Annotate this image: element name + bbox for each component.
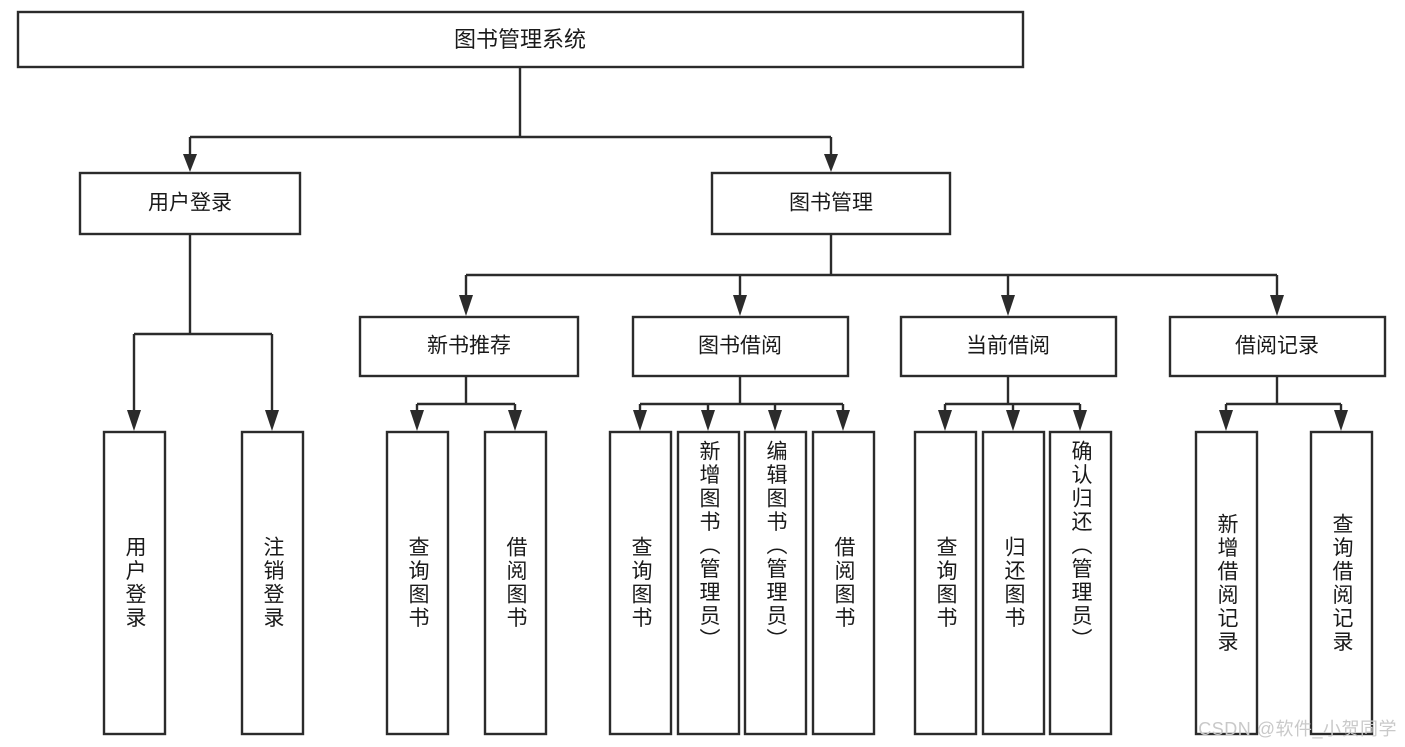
node-book-borrow-box[interactable] [631, 315, 850, 378]
arrow-head-leaf-query-record [1334, 410, 1348, 431]
arrow-head-leaf-confirm-return [1073, 410, 1087, 431]
leaf-box-user-login[interactable] [102, 430, 167, 736]
node-root[interactable]: 图书管理系统 [16, 10, 1025, 69]
node-current-borrow-label: 当前借阅 [966, 335, 1050, 358]
node-new-book-recommend-label: 新书推荐 [427, 335, 511, 358]
node-user-login-box[interactable] [78, 171, 302, 236]
node-borrow-record[interactable]: 借阅记录 [1168, 315, 1387, 378]
arrow-head-borrow-record [1270, 295, 1284, 316]
leaf-box-query-book-borrow[interactable] [608, 430, 673, 736]
connector-group-current-borrow [938, 376, 1087, 431]
arrow-head-leaf-logout [265, 410, 279, 431]
arrow-head-new-book [459, 295, 473, 316]
leaf-box-borrow-book-newbook[interactable] [483, 430, 548, 736]
node-book-management[interactable]: 图书管理 [710, 171, 952, 236]
arrow-head-leaf-borrow-book-1 [508, 410, 522, 431]
node-book-management-box[interactable] [710, 171, 952, 236]
connector-group-new-book [410, 376, 522, 431]
connector-group-borrow-record [1219, 376, 1348, 431]
arrow-head-leaf-add-record [1219, 410, 1233, 431]
arrow-head-leaf-add-book [701, 410, 715, 431]
node-current-borrow-box[interactable] [899, 315, 1118, 378]
node-book-borrow[interactable]: 图书借阅 [631, 315, 850, 378]
arrow-head-leaf-return-book [1006, 410, 1020, 431]
csdn-watermark: CSDN @软件_小贺同学 [1198, 719, 1397, 739]
leaf-box-query-book-current[interactable] [913, 430, 978, 736]
leaf-box-borrow-book[interactable] [811, 430, 876, 736]
arrow-head-leaf-query-book-1 [410, 410, 424, 431]
connector-group-book-borrow [633, 376, 850, 431]
arrow-head-leaf-borrow-book-2 [836, 410, 850, 431]
arrow-head-leaf-edit-book [768, 410, 782, 431]
arrow-head-book-mgmt [824, 154, 838, 172]
node-borrow-record-label: 借阅记录 [1235, 335, 1319, 358]
connector-group-user-login [127, 234, 279, 431]
leaf-box-add-borrow-record[interactable] [1194, 430, 1259, 736]
leaf-box-logout[interactable] [240, 430, 305, 736]
arrow-head-leaf-query-book-2 [633, 410, 647, 431]
leaf-box-edit-book[interactable] [743, 430, 808, 736]
node-book-management-label: 图书管理 [789, 192, 873, 215]
node-book-borrow-label: 图书借阅 [698, 335, 782, 358]
node-borrow-record-box[interactable] [1168, 315, 1387, 378]
node-new-book-recommend[interactable]: 新书推荐 [358, 315, 580, 378]
node-root-box[interactable] [16, 10, 1025, 69]
arrow-head-user-login [183, 154, 197, 172]
arrow-head-leaf-query-book-3 [938, 410, 952, 431]
arrow-head-current-borrow [1001, 295, 1015, 316]
leaf-box-add-book[interactable] [676, 430, 741, 736]
leaf-box-return-book[interactable] [981, 430, 1046, 736]
arrow-head-book-borrow [733, 295, 747, 316]
node-user-login[interactable]: 用户登录 [78, 171, 302, 236]
node-root-label: 图书管理系统 [454, 27, 586, 52]
connector-group-book-mgmt [459, 234, 1284, 316]
connector-group-root [183, 67, 838, 172]
leaf-box-confirm-return[interactable] [1048, 430, 1113, 736]
node-user-login-label: 用户登录 [148, 192, 232, 215]
leaf-box-query-borrow-record[interactable] [1309, 430, 1374, 736]
node-new-book-recommend-box[interactable] [358, 315, 580, 378]
leaf-box-query-book-newbook[interactable] [385, 430, 450, 736]
arrow-head-leaf-user-login [127, 410, 141, 431]
node-current-borrow[interactable]: 当前借阅 [899, 315, 1118, 378]
